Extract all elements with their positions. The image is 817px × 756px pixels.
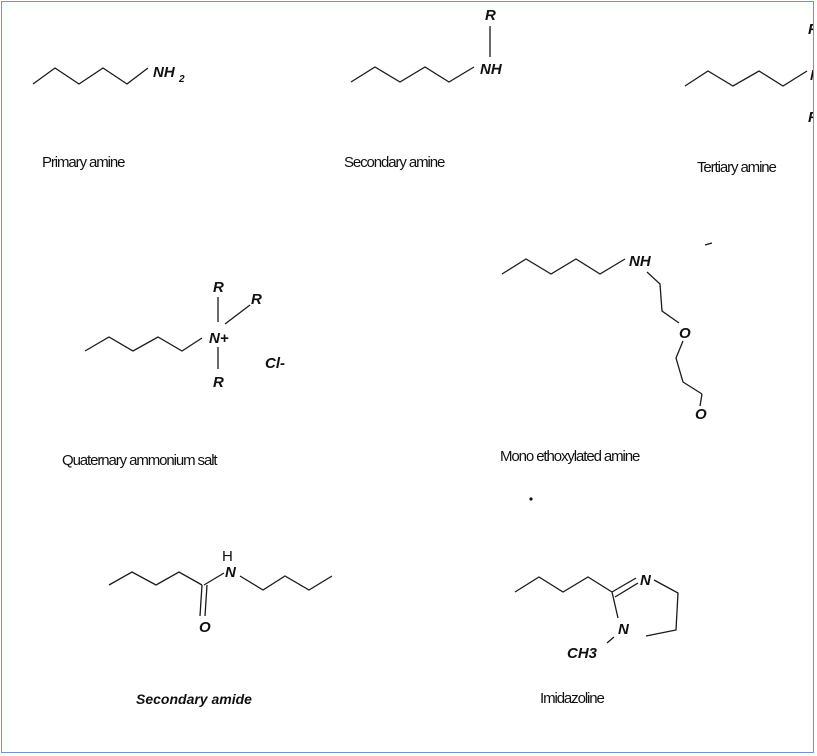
amide-acyl-chain-bonds [108, 571, 203, 586]
amide-carbonyl-bond-2 [204, 584, 208, 617]
tertiary-r-bottom-label: R [808, 109, 814, 126]
quaternary-r-right-bond [224, 304, 251, 325]
secondary-amide-caption: Secondary amide [136, 691, 252, 707]
imidazoline-chain-bonds [514, 576, 613, 593]
quaternary-n-plus-label: N+ [209, 330, 229, 347]
tertiary-amine-structure: R N R [684, 21, 814, 126]
amide-cn-bond [203, 572, 225, 586]
quaternary-ammonium-caption: Quaternary ammonium salt [62, 452, 218, 469]
ethoxylated-bond-2 [675, 340, 703, 395]
tertiary-r-top-label: R [808, 21, 814, 38]
tertiary-n-label: N [810, 67, 814, 84]
ethoxylated-bond-3 [699, 393, 703, 407]
secondary-chain-bonds [350, 66, 475, 83]
imidazoline-n-bottom-label: N [618, 621, 630, 638]
primary-nh-label: NH [153, 64, 176, 81]
primary-amine-caption: Primary amine [42, 154, 125, 171]
imidazoline-structure: N N CH3 [514, 572, 679, 662]
quaternary-ammonium-structure: R R N+ R Cl- [84, 279, 285, 391]
quaternary-chain-bonds [84, 336, 203, 352]
amide-carbonyl-bond-1 [199, 584, 203, 617]
mono-ethoxylated-caption: Mono ethoxylated amine [500, 448, 640, 465]
secondary-amine-caption: Secondary amine [344, 154, 445, 171]
imidazoline-methyl-bond [606, 636, 615, 644]
imidazoline-cn-double-2 [614, 582, 639, 598]
amide-o-label: O [199, 619, 211, 636]
ethoxylated-nh-label: NH [629, 253, 652, 270]
ethoxylated-bond-1 [646, 271, 680, 324]
quaternary-r-right-label: R [251, 291, 262, 308]
primary-amine-structure: NH 2 [32, 64, 185, 85]
imidazoline-ch3-label: CH3 [567, 645, 598, 662]
secondary-amine-structure: R NH [350, 7, 503, 83]
chloride-label: Cl- [265, 355, 285, 372]
quaternary-r-top-label: R [213, 279, 224, 296]
quaternary-r-bottom-label: R [213, 374, 224, 391]
ethoxylated-o1-label: O [679, 325, 691, 342]
amide-n-label: N [225, 564, 237, 581]
primary-chain-bonds [32, 67, 149, 85]
secondary-amide-structure: O H N [108, 548, 333, 636]
amide-h-label: H [222, 548, 233, 565]
imidazoline-caption: Imidazoline [540, 690, 605, 707]
stray-mark [704, 242, 713, 246]
mono-ethoxylated-amine-structure: NH O O [501, 242, 713, 423]
secondary-nh-label: NH [480, 61, 503, 78]
primary-subscript-label: 2 [178, 74, 185, 85]
imidazoline-ring-bonds [645, 579, 679, 637]
ethoxylated-o2-label: O [695, 406, 707, 423]
imidazoline-cn-double-1 [611, 577, 637, 593]
tertiary-amine-caption: Tertiary amine [697, 159, 777, 176]
tertiary-chain-bonds [684, 70, 808, 87]
imidazoline-n-top-label: N [640, 572, 652, 589]
stray-dot [529, 497, 533, 501]
ethoxylated-chain-bonds [501, 258, 626, 275]
imidazoline-ring-n-bond [611, 591, 619, 619]
amide-alkyl-chain-bonds [239, 575, 333, 591]
secondary-r-label: R [485, 7, 496, 24]
